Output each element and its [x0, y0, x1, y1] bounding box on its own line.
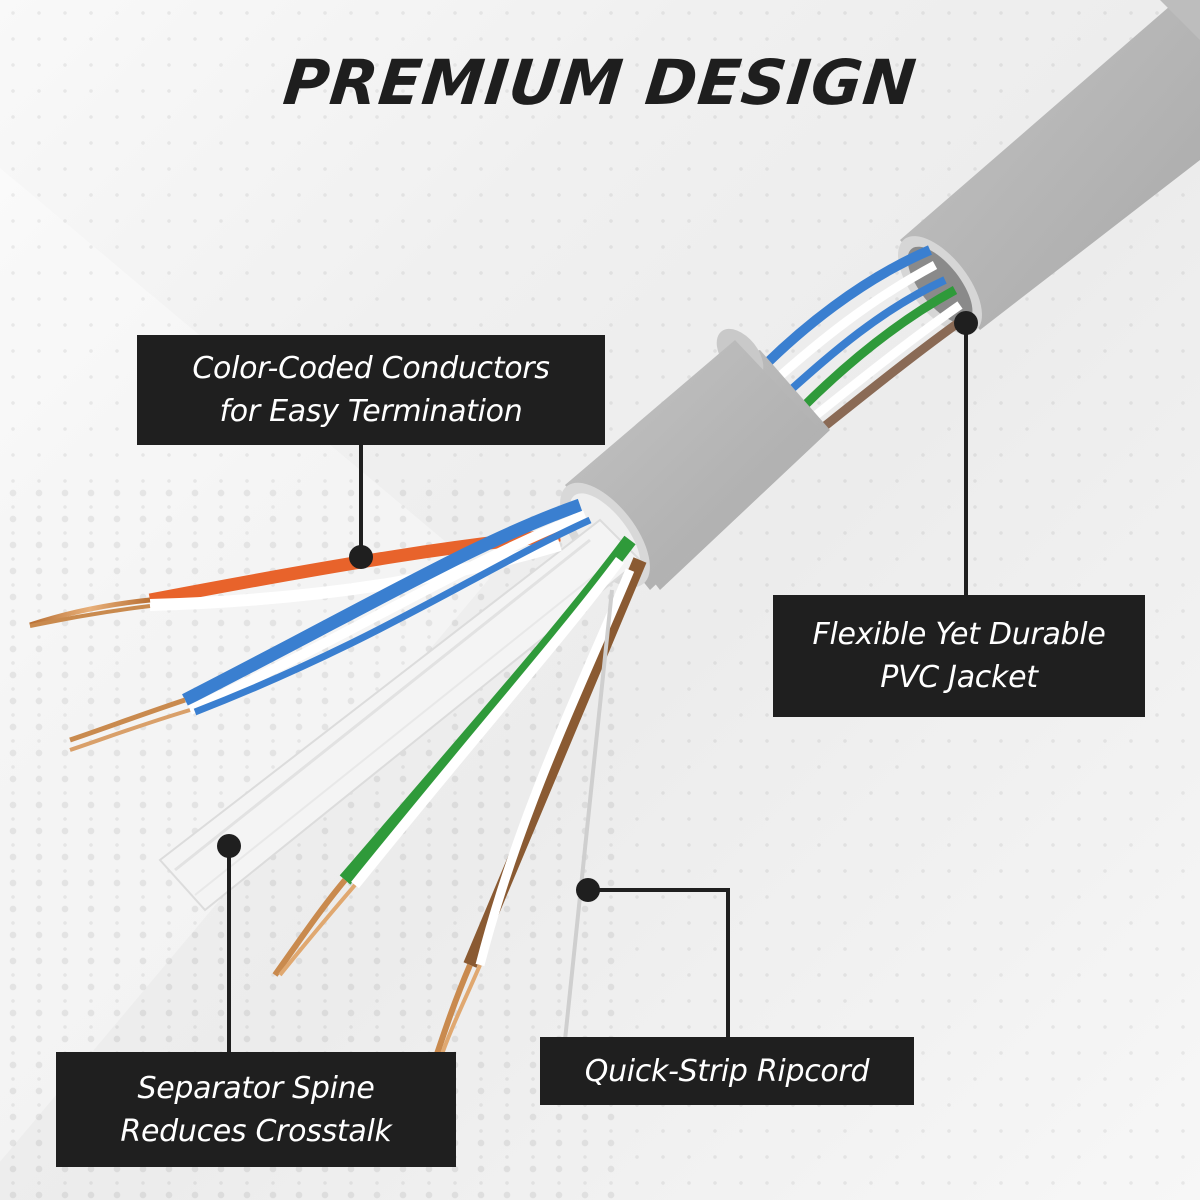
callout-color-coded-conductors: Color-Coded Conductors for Easy Terminat…	[137, 335, 605, 445]
callout-text-line: Separator Spine	[137, 1070, 375, 1106]
callout-text-line: Reduces Crosstalk	[120, 1113, 392, 1149]
green-wire-pair	[272, 535, 636, 977]
callout-text-line: Color-Coded Conductors	[192, 351, 550, 386]
callout-pvc-jacket: Flexible Yet Durable PVC Jacket	[773, 595, 1145, 717]
callout-anchor-dot	[576, 878, 600, 902]
pvc-jacket-main	[898, 0, 1200, 334]
callout-connector-line	[227, 845, 231, 1053]
callout-anchor-dot	[217, 834, 241, 858]
exposed-wires-upper	[756, 245, 968, 434]
ripcord-thread	[563, 589, 614, 1041]
callout-text-line: Quick-Strip Ripcord	[584, 1053, 870, 1089]
callout-text-line: Flexible Yet Durable	[812, 617, 1106, 652]
callout-anchor-dot	[954, 311, 978, 335]
callout-text-line: for Easy Termination	[219, 394, 523, 429]
callout-connector-line	[588, 888, 728, 892]
callout-connector-line	[726, 888, 730, 1038]
callout-ripcord: Quick-Strip Ripcord	[540, 1037, 914, 1105]
callout-connector-line	[964, 322, 968, 596]
callout-anchor-dot	[349, 545, 373, 569]
callout-separator-spine: Separator Spine Reduces Crosstalk	[56, 1052, 456, 1167]
callout-connector-line	[359, 445, 363, 557]
callout-text-line: PVC Jacket	[880, 660, 1038, 695]
blue-wire-pair	[69, 498, 592, 752]
